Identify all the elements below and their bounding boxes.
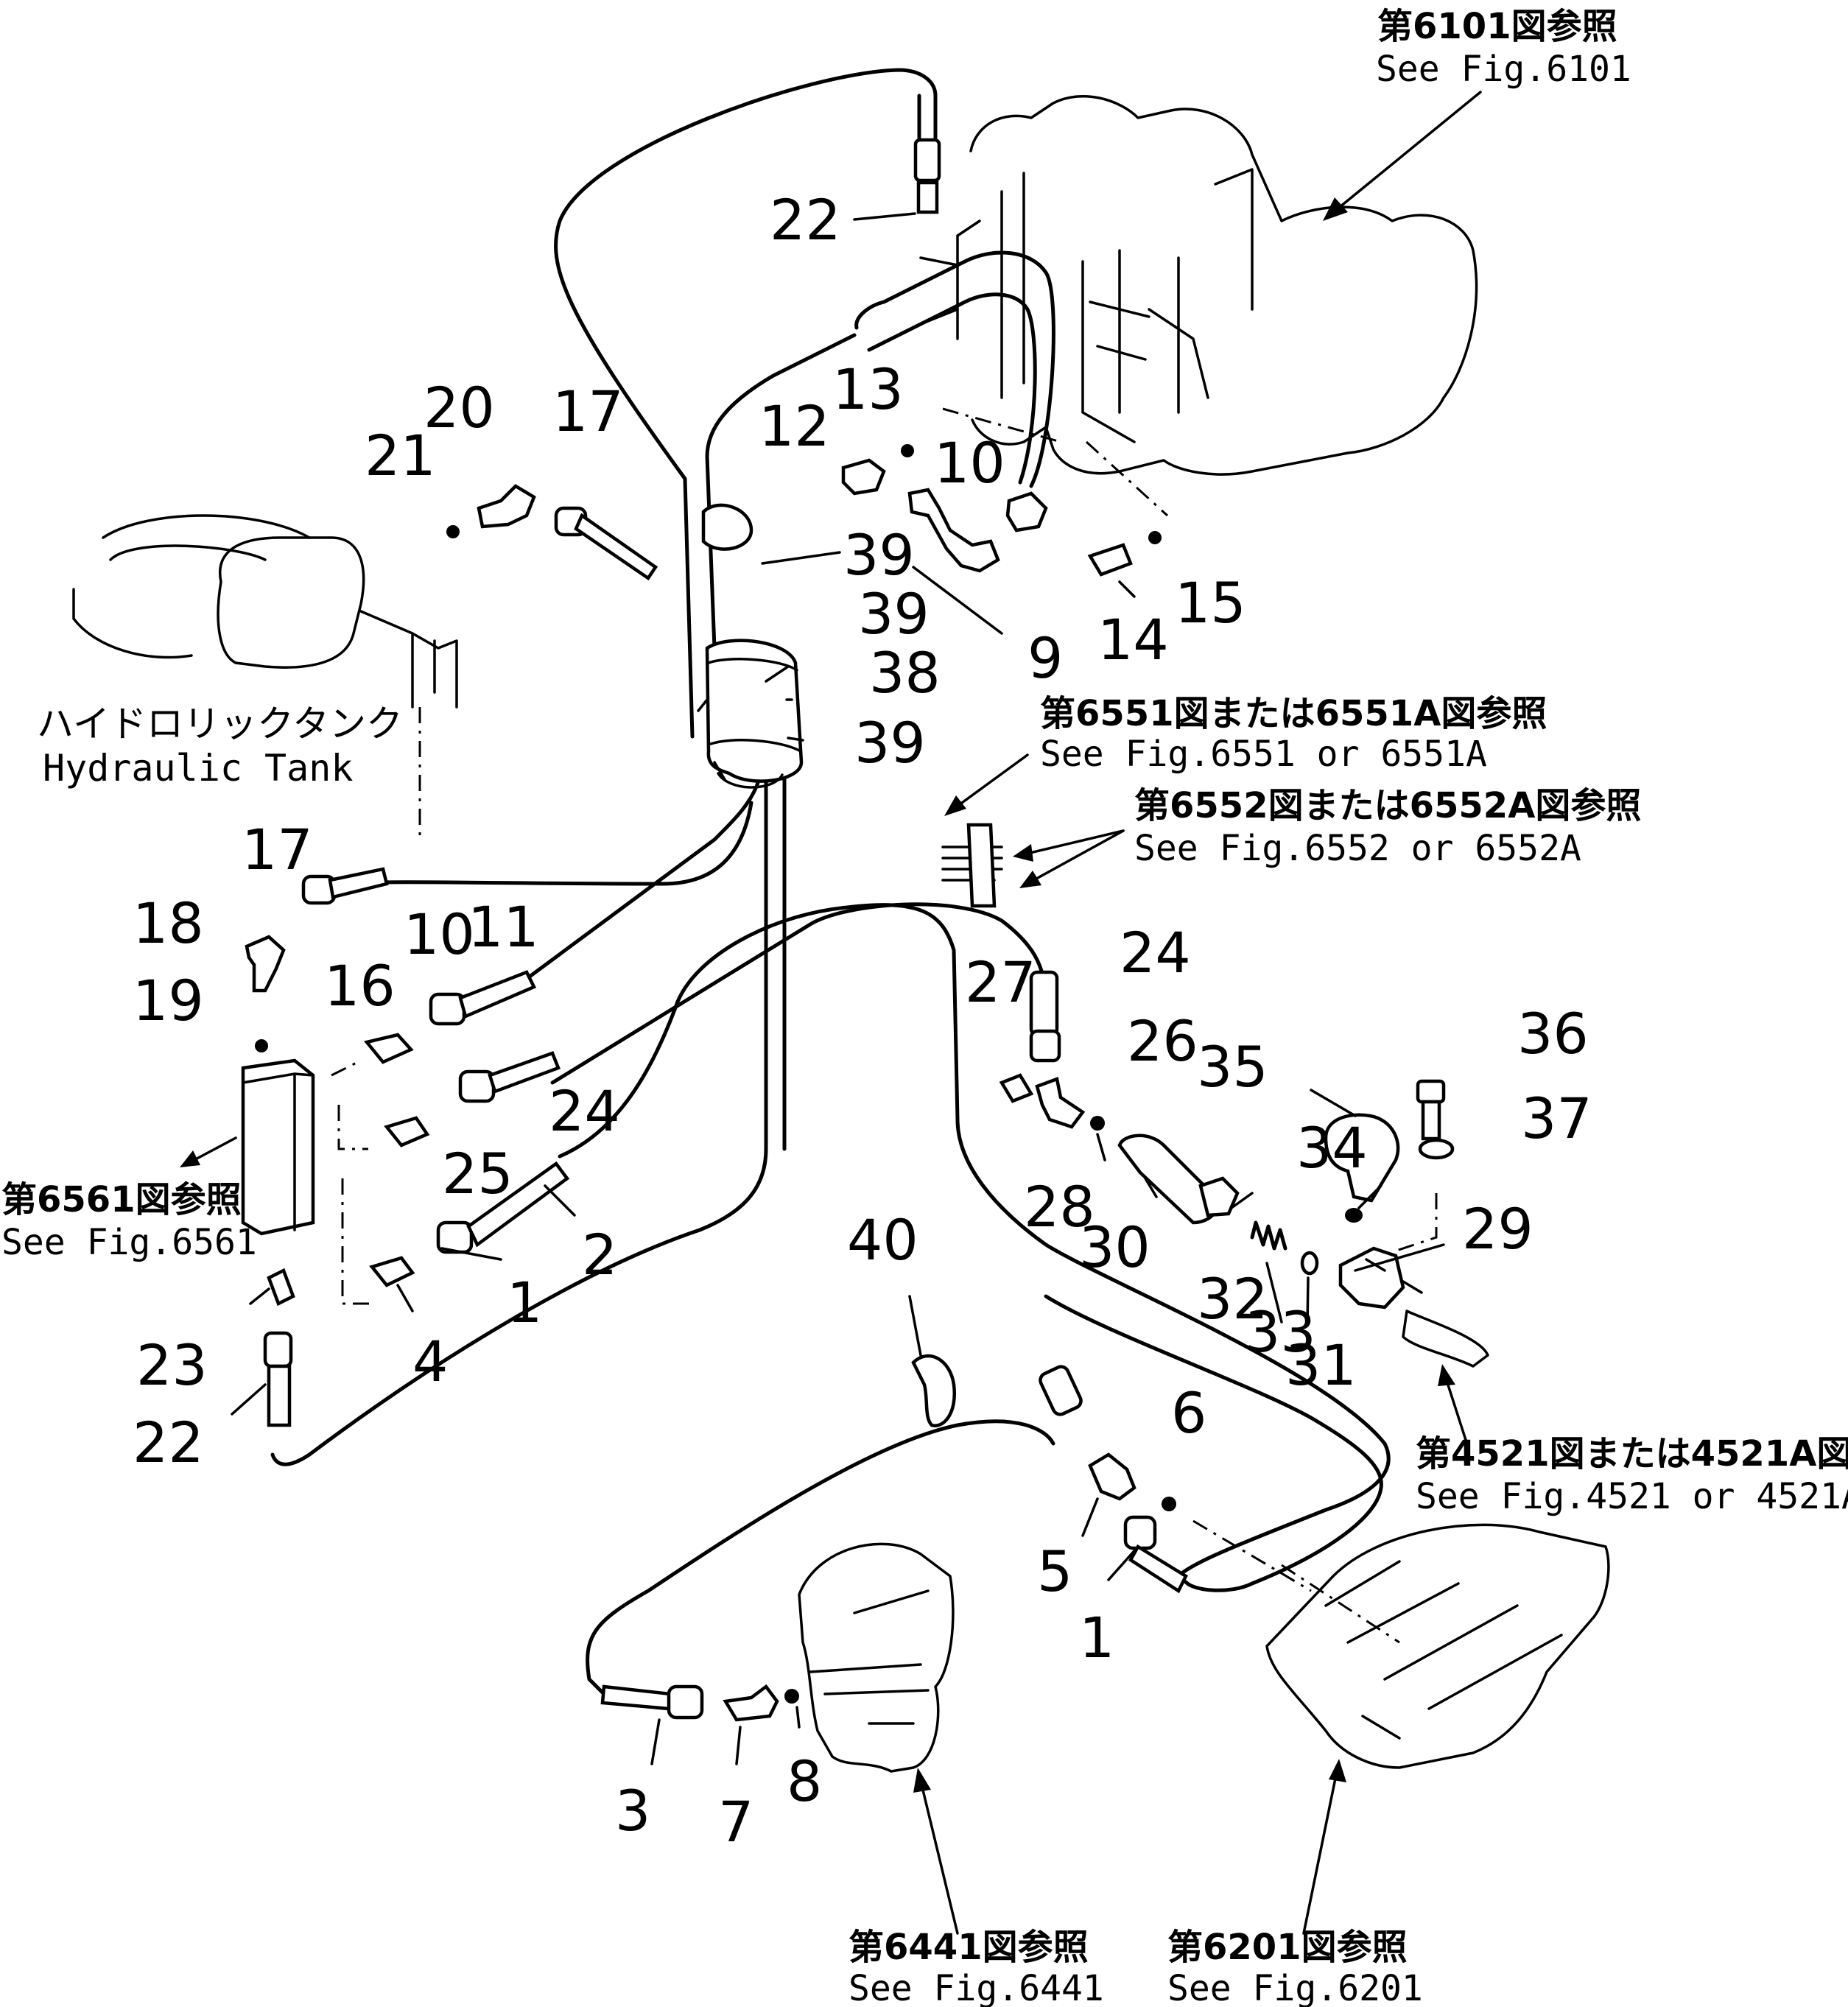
part-label-22-bottom: 22 bbox=[133, 1410, 204, 1475]
part-label-27: 27 bbox=[965, 949, 1036, 1015]
part-label-15: 15 bbox=[1175, 570, 1246, 636]
part-label-19: 19 bbox=[133, 968, 204, 1033]
actuator-6441 bbox=[798, 1542, 955, 1773]
part-label-6: 6 bbox=[1171, 1380, 1206, 1446]
ref-fig6441: 第6441図参照 See Fig.6441 bbox=[849, 1927, 1104, 2007]
part-label-18: 18 bbox=[133, 890, 204, 956]
ref-fig6101-jp: 第6101図参照 bbox=[1377, 6, 1617, 47]
part-label-11: 11 bbox=[468, 894, 539, 960]
part-label-38: 38 bbox=[869, 640, 941, 706]
part-label-8: 8 bbox=[787, 1748, 822, 1814]
hoses bbox=[270, 68, 1391, 1696]
part-label-23: 23 bbox=[136, 1332, 208, 1398]
ref-fig6441-en: See Fig.6441 bbox=[849, 1968, 1104, 2007]
part-label-26: 26 bbox=[1127, 1008, 1198, 1074]
part-label-13: 13 bbox=[832, 356, 904, 422]
ref-fig6551-en: See Fig.6551 or 6551A bbox=[1040, 734, 1487, 775]
ref-fig6552-en: See Fig.6552 or 6552A bbox=[1134, 828, 1581, 869]
part-label-40: 40 bbox=[847, 1207, 918, 1273]
part-label-9: 9 bbox=[1027, 625, 1063, 691]
ref-fig6561-jp: 第6561図参照 bbox=[1, 1179, 242, 1220]
part-label-39-b: 39 bbox=[858, 581, 930, 647]
part-label-17-top: 17 bbox=[552, 379, 624, 444]
ref-fig6201-jp: 第6201図参照 bbox=[1167, 1927, 1408, 1968]
ref-fig4521-en: See Fig.4521 or 4521A bbox=[1416, 1476, 1848, 1517]
part-label-22-top: 22 bbox=[770, 187, 841, 253]
ref-fig6561-en: See Fig.6561 bbox=[1, 1222, 257, 1263]
part-label-36: 36 bbox=[1517, 1001, 1589, 1066]
part-label-34: 34 bbox=[1296, 1115, 1368, 1181]
tank-label: ハイドロリックタンク Hydraulic Tank bbox=[37, 703, 403, 790]
tank-label-en: Hydraulic Tank bbox=[43, 747, 353, 790]
part-label-28: 28 bbox=[1024, 1174, 1095, 1240]
part-label-7: 7 bbox=[718, 1789, 753, 1855]
leader-lines bbox=[231, 212, 1445, 1765]
ref-fig6551-jp: 第6551図または6551A図参照 bbox=[1040, 693, 1547, 734]
ref-fig6552: 第6552図または6552A図参照 See Fig.6552 or 6552A bbox=[1134, 785, 1641, 869]
ref-fig6551: 第6551図または6551A図参照 See Fig.6551 or 6551A bbox=[1040, 693, 1547, 775]
part-label-2: 2 bbox=[582, 1222, 617, 1287]
hydraulic-tank bbox=[72, 514, 458, 840]
part-label-30: 30 bbox=[1079, 1215, 1150, 1280]
part-label-39-a: 39 bbox=[843, 522, 915, 588]
part-label-12: 12 bbox=[759, 393, 830, 459]
part-label-1-right: 1 bbox=[1079, 1605, 1114, 1670]
control-valve-6201 bbox=[1192, 1519, 1610, 1769]
ref-fig6101-en: See Fig.6101 bbox=[1376, 49, 1631, 90]
part-label-24-left: 24 bbox=[549, 1078, 620, 1144]
part-label-21: 21 bbox=[365, 423, 436, 488]
part-label-31: 31 bbox=[1285, 1332, 1357, 1398]
valve-block-6561 bbox=[241, 1058, 376, 1305]
part-numbers: 22 20 21 17 12 13 10 39 39 38 39 9 14 15… bbox=[133, 187, 1592, 1855]
clamp-assembly-38-39 bbox=[697, 503, 804, 789]
part-label-35: 35 bbox=[1197, 1034, 1268, 1100]
part-label-10-bottom: 10 bbox=[404, 901, 475, 967]
ref-fig6201-en: See Fig.6201 bbox=[1167, 1968, 1423, 2007]
part-label-24-right: 24 bbox=[1120, 920, 1191, 985]
ref-fig6552-jp: 第6552図または6552A図参照 bbox=[1134, 785, 1641, 826]
part-label-32: 32 bbox=[1197, 1266, 1268, 1332]
part-label-37: 37 bbox=[1521, 1086, 1592, 1151]
part-label-33: 33 bbox=[1245, 1299, 1316, 1365]
part-label-14: 14 bbox=[1097, 607, 1169, 672]
ref-fig6201: 第6201図参照 See Fig.6201 bbox=[1167, 1927, 1423, 2007]
part-label-1-left: 1 bbox=[507, 1270, 542, 1335]
ref-fig6101: 第6101図参照 See Fig.6101 bbox=[1376, 6, 1631, 90]
part-label-4: 4 bbox=[412, 1329, 448, 1394]
hose-ends bbox=[245, 138, 1455, 1722]
part-label-20: 20 bbox=[424, 375, 495, 440]
part-label-17-bottom: 17 bbox=[242, 817, 313, 882]
part-label-29: 29 bbox=[1462, 1196, 1533, 1262]
reference-arrows bbox=[180, 91, 1482, 1935]
ref-fig6561: 第6561図参照 See Fig.6561 bbox=[1, 1179, 257, 1263]
tank-label-jp: ハイドロリックタンク bbox=[37, 703, 403, 745]
ref-fig4521: 第4521図または4521A図参照 See Fig.4521 or 4521A bbox=[1416, 1433, 1848, 1517]
ref-fig4521-jp: 第4521図または4521A図参照 bbox=[1416, 1433, 1848, 1475]
part-label-3: 3 bbox=[615, 1778, 650, 1843]
part-label-16: 16 bbox=[324, 953, 396, 1019]
ref-fig6441-jp: 第6441図参照 bbox=[849, 1927, 1089, 1968]
part-label-25: 25 bbox=[442, 1141, 513, 1206]
part-label-5: 5 bbox=[1037, 1539, 1072, 1604]
part-label-39-c: 39 bbox=[854, 710, 926, 776]
part-label-10-top: 10 bbox=[934, 430, 1005, 496]
